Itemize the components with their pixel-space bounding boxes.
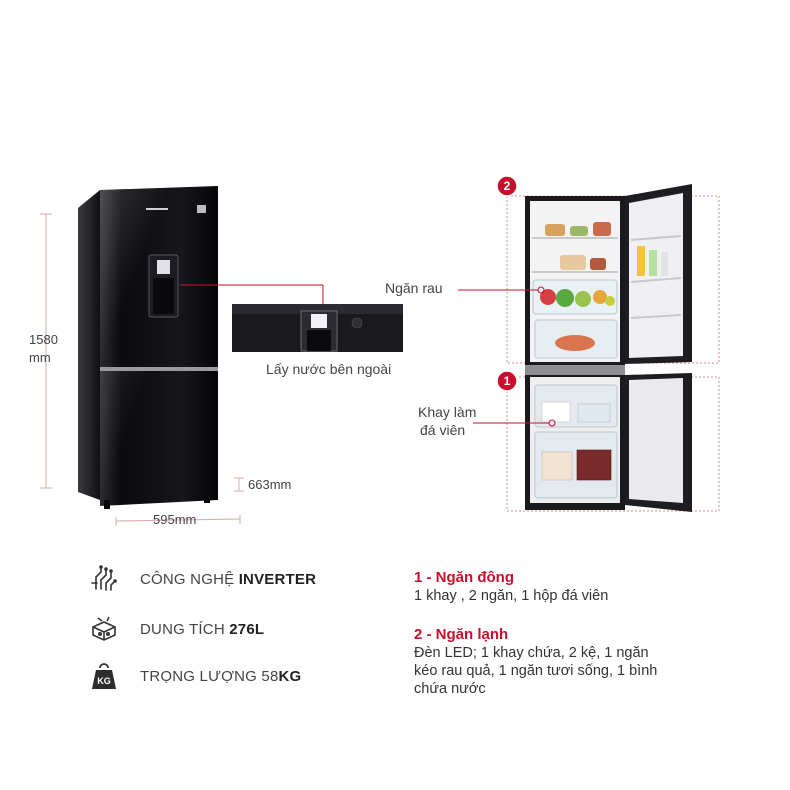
water-dispenser xyxy=(148,254,179,318)
height-dimension-line xyxy=(40,213,52,489)
freezer-badge-number: 1 xyxy=(503,374,511,388)
depth-dimension-marker xyxy=(234,477,244,492)
fridge-badge-number: 2 xyxy=(503,179,511,193)
dispenser-label: Lấy nước bên ngoài xyxy=(266,361,392,377)
height-value-label: 1580 xyxy=(29,332,58,347)
compartment-freezer: 1 - Ngăn đông 1 khay , 2 ngăn, 1 hộp đá … xyxy=(414,568,784,605)
fridge-compartment-badge xyxy=(496,175,518,197)
spec-capacity-value: 276L xyxy=(229,620,265,638)
ice-tray-callout-line xyxy=(473,419,556,427)
compartment-fridge: 2 - Ngăn lạnh Đèn LED; 1 khay chứa, 2 kệ… xyxy=(414,625,784,698)
depth-label: 663mm xyxy=(248,477,292,492)
freezer-description: 1 khay , 2 ngăn, 1 hộp đá viên xyxy=(414,588,609,604)
width-label: 595mm xyxy=(153,512,197,527)
dispenser-zoom-panel xyxy=(232,304,403,352)
vegetable-drawer-label: Ngăn rau xyxy=(385,280,443,296)
svg-text:KG: KG xyxy=(97,676,111,686)
spec-inverter-prefix: CÔNG NGHỆ xyxy=(140,570,239,588)
freezer-title: 1 - Ngăn đông xyxy=(414,569,514,586)
height-unit-label: mm xyxy=(29,350,51,365)
fridge-description-line-2: kéo rau quả, 1 ngăn tươi sống, 1 bình xyxy=(414,663,658,679)
fridge-description-line-1: Đèn LED; 1 khay chứa, 2 kệ, 1 ngăn xyxy=(414,645,649,661)
weight-kg-icon: KG xyxy=(92,663,116,689)
width-dimension-line xyxy=(115,515,241,526)
spec-weight: KG TRỌNG LƯỢNG 58KG xyxy=(88,659,301,693)
spec-capacity-prefix: DUNG TÍCH xyxy=(140,620,230,638)
ice-tray-label-line-1: Khay làm xyxy=(418,404,477,420)
freezer-compartment-badge xyxy=(496,370,518,392)
spec-weight-prefix: TRỌNG LƯỢNG 58 xyxy=(140,667,279,685)
spec-inverter-value: INVERTER xyxy=(238,570,317,588)
fridge-open-illustration xyxy=(506,184,720,512)
fridge-title: 2 - Ngăn lạnh xyxy=(414,626,509,643)
spec-weight-unit: KG xyxy=(278,667,302,685)
fridge-description-line-3: chứa nước xyxy=(414,681,486,697)
capacity-box-icon xyxy=(92,616,116,641)
vegetable-callout-line xyxy=(458,286,545,294)
spec-capacity: DUNG TÍCH 276L xyxy=(88,612,264,646)
spec-inverter: CÔNG NGHỆ INVERTER xyxy=(88,562,316,596)
inverter-chip-icon xyxy=(91,565,117,591)
ice-tray-label-line-2: đá viên xyxy=(420,422,466,438)
